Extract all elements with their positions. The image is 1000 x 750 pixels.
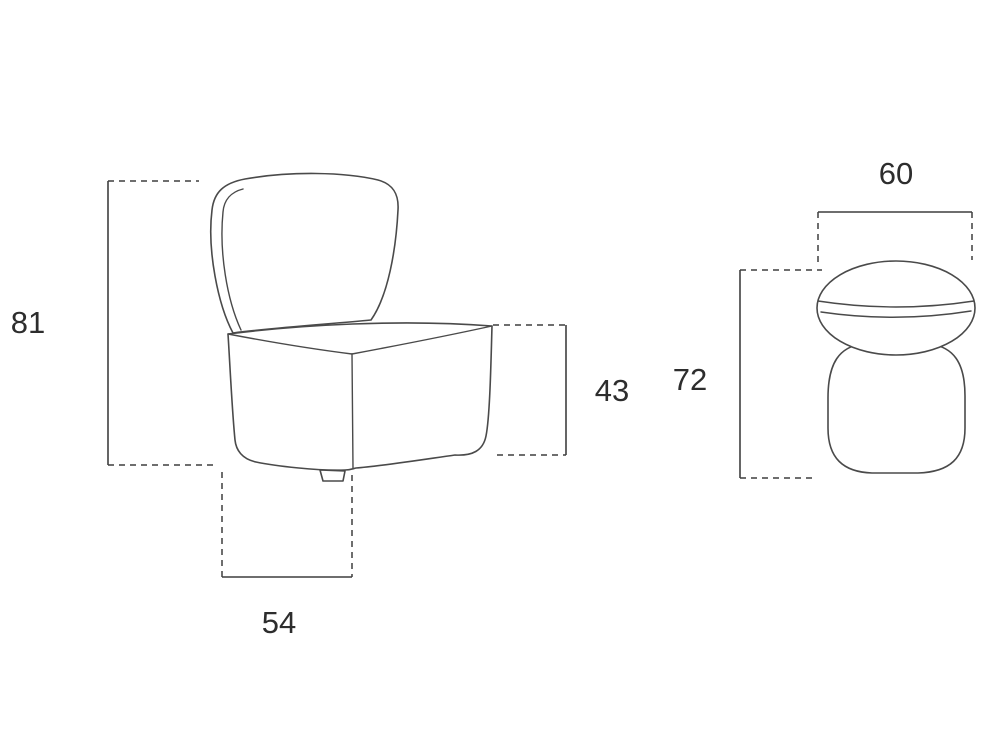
dimension-seat-width [221, 472, 353, 578]
dimension-label-depth: 60 [879, 156, 913, 191]
dimension-label-seat-width: 54 [262, 605, 296, 640]
dimension-depth [817, 211, 973, 266]
seat-front-corner-edge [351, 353, 354, 469]
dimension-label-seat-height: 43 [595, 373, 629, 408]
front-view: 81 43 54 [11, 172, 629, 640]
chair-side-backrest [816, 260, 976, 356]
chair-side-seat [827, 343, 966, 474]
chair-side-backrest-seam-2 [820, 310, 972, 318]
dimension-seat-height [493, 324, 567, 456]
chair-backrest [209, 172, 399, 334]
dimension-side-height [739, 269, 822, 479]
chair-side-backrest-seam-1 [817, 300, 975, 308]
chair-foot [319, 469, 346, 482]
chair-seat [227, 322, 493, 471]
seat-front-right-edge [351, 325, 493, 355]
chair-backrest-seam [221, 188, 244, 331]
seat-front-left-edge [227, 333, 353, 355]
dimension-total-height [107, 180, 217, 466]
side-view: 60 72 [673, 156, 976, 479]
dimension-label-total-height: 81 [11, 305, 45, 340]
dimension-label-side-height: 72 [673, 362, 707, 397]
